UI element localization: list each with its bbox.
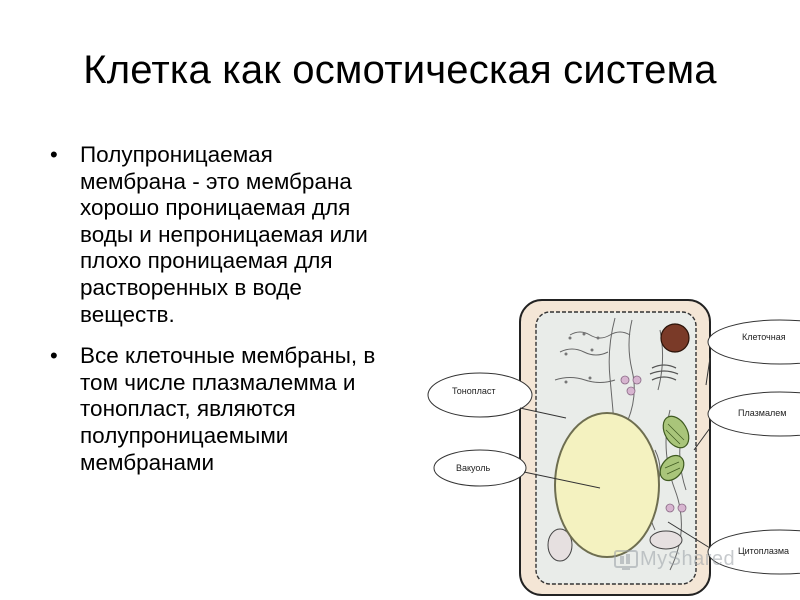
watermark-text: MyShared: [640, 547, 736, 570]
chloroplasts: [659, 415, 690, 482]
ribosome-dots: [564, 332, 600, 384]
plant-cell-diagram: Тонопласт Вакуоль Клеточная Плазмалем Ци…: [427, 299, 800, 596]
bullet-text-line: тонопласт, являются: [80, 396, 296, 422]
bullet-list: • Полупроницаемая мембрана - это мембран…: [48, 142, 448, 491]
bullet-symbol: •: [50, 343, 58, 369]
label-tonoplast: Тонопласт: [452, 386, 496, 396]
bullet-symbol: •: [50, 142, 58, 167]
bullet-text-line: мембрана - это мембрана: [80, 168, 352, 194]
bullet-text-line: хорошо проницаемая для: [80, 195, 351, 221]
bullet-text-line: мембранами: [80, 449, 215, 475]
bullet-item-semipermeable-definition: • Полупроницаемая мембрана - это мембран…: [48, 142, 448, 328]
watermark-logo-icon: [614, 550, 638, 570]
bullet-text-line: веществ.: [80, 301, 175, 327]
mitochondria: [547, 528, 683, 562]
bullet-text-line: воды и непроницаемая или: [80, 221, 368, 247]
bullet-text-line: плохо проницаемая для: [80, 248, 333, 274]
golgi-apparatus: [649, 364, 679, 381]
callout-plasmalemma: Плазмалем: [693, 391, 800, 451]
watermark: MyShared: [612, 545, 735, 573]
callout-tonoplast: Тонопласт: [427, 372, 567, 419]
label-vacuole: Вакуоль: [456, 463, 490, 473]
label-cytoplasm: Цитоплазма: [738, 546, 789, 556]
bullet-item-all-membranes: • Все клеточные мембраны, в том числе пл…: [48, 343, 448, 476]
label-cell-wall: Клеточная: [742, 332, 786, 342]
bullet-text-line: полупроницаемыми: [80, 422, 289, 448]
bullet-text-line: Все клеточные мембраны, в: [80, 343, 376, 369]
callout-vacuole: Вакуоль: [433, 449, 601, 489]
callout-cell-wall: Клеточная: [705, 319, 800, 386]
label-plasmalemma: Плазмалем: [738, 408, 786, 418]
callout-cytoplasm: Цитоплазма: [667, 521, 800, 575]
vesicles: [620, 375, 687, 513]
vacuole: [554, 412, 660, 558]
slide-title: Клетка как осмотическая система: [83, 48, 717, 92]
bullet-text-line: Полупроницаемая: [80, 142, 273, 167]
bullet-text-line: растворенных в воде: [80, 274, 302, 300]
bullet-text-line: том числе плазмалемма и: [80, 369, 356, 395]
nucleus: [660, 323, 690, 353]
